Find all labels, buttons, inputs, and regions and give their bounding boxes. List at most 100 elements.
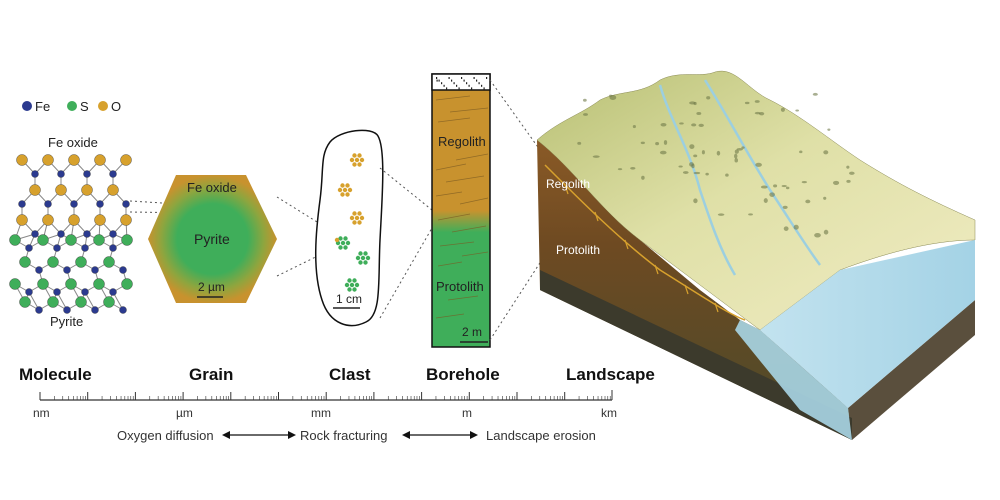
- grain-dot: [342, 187, 348, 193]
- front-tick: [564, 184, 569, 195]
- soil-speck: [436, 79, 438, 82]
- connector-line: [129, 211, 196, 214]
- vegetation-patch: [717, 213, 725, 216]
- vegetation-patch: [783, 226, 789, 231]
- clast-panel: 1 cm: [314, 129, 384, 327]
- fracture-line: [455, 153, 489, 161]
- grain-dot: [347, 187, 353, 193]
- grain-dot: [363, 251, 368, 256]
- iron-atom: [35, 266, 43, 274]
- soil-speck: [456, 84, 458, 87]
- iron-atom: [83, 170, 91, 178]
- grain-scale-label: 2 µm: [198, 280, 225, 294]
- terrain-surface: [536, 70, 976, 331]
- clast-outline: [314, 129, 384, 327]
- vegetation-patch: [795, 109, 799, 112]
- grain-dot: [354, 215, 360, 221]
- vegetation-patch: [641, 175, 645, 180]
- river-channel: [658, 84, 737, 276]
- vegetation-patch: [678, 165, 683, 168]
- iron-atom: [109, 170, 117, 178]
- soil-speck: [461, 77, 463, 79]
- grain-dot: [358, 260, 363, 265]
- sea-front: [735, 320, 852, 440]
- grain-dot: [352, 287, 357, 292]
- iron-atom: [53, 288, 61, 296]
- grain-fe-oxide-label: Fe oxide: [187, 180, 237, 195]
- vegetation-patch: [760, 185, 768, 189]
- soil-speck: [436, 77, 438, 79]
- iron-atom: [18, 200, 26, 208]
- grain-dot: [334, 237, 340, 243]
- oxygen-atom: [94, 214, 106, 226]
- soil-speck: [478, 82, 480, 85]
- front-tick: [654, 264, 659, 275]
- sulfur-atom: [47, 256, 59, 268]
- oxygen-atom: [68, 154, 80, 166]
- fracture-line: [447, 295, 479, 301]
- fracture-line: [437, 117, 471, 123]
- grain-dot: [357, 153, 362, 158]
- fracture-line: [461, 251, 489, 257]
- iron-atom: [81, 244, 89, 252]
- unit-label-nm: nm: [33, 406, 50, 420]
- soil-speck: [458, 87, 460, 90]
- fracture-line: [451, 225, 487, 233]
- soil-speck: [448, 77, 450, 79]
- oxygen-atom: [120, 154, 132, 166]
- vegetation-patch: [823, 229, 829, 235]
- grain-dot: [347, 278, 352, 283]
- connector-line: [379, 227, 433, 319]
- vegetation-patch: [701, 150, 705, 155]
- vegetation-patch: [693, 198, 698, 204]
- vegetation: [577, 92, 855, 238]
- sulfur-atom: [9, 234, 21, 246]
- sulfur-atom: [19, 296, 31, 308]
- o-legend-label: O: [111, 99, 121, 114]
- oxygen-atom: [16, 154, 28, 166]
- s-legend-label: S: [80, 99, 89, 114]
- iron-atom: [57, 170, 65, 178]
- fe-legend-label: Fe: [35, 99, 50, 114]
- sulfur-atom: [121, 234, 133, 246]
- grain-dot: [357, 162, 362, 167]
- vegetation-patch: [734, 153, 738, 159]
- grain-dot: [352, 153, 357, 158]
- vegetation-patch: [725, 173, 729, 177]
- iron-atom: [25, 288, 33, 296]
- vegetation-patch: [682, 171, 689, 174]
- fracture-line: [439, 241, 475, 247]
- grain-dot: [357, 211, 362, 216]
- o-legend-dot: [98, 101, 108, 111]
- molecule-panel: Fe oxide Pyrite: [9, 135, 133, 329]
- vegetation-patch: [748, 213, 753, 216]
- fracture-line: [437, 213, 471, 221]
- vegetation-patch: [716, 150, 721, 156]
- vegetation-patch: [691, 123, 697, 127]
- iron-atom: [70, 200, 78, 208]
- vegetation-patch: [773, 184, 778, 188]
- front-tick: [624, 239, 629, 250]
- front-tick: [714, 302, 719, 313]
- oxygen-atom: [55, 184, 67, 196]
- vegetation-patch: [583, 113, 588, 116]
- grain-dot: [345, 183, 350, 188]
- grain-dot: [355, 255, 361, 261]
- grain-dot: [344, 282, 350, 288]
- grain-dot: [340, 240, 346, 246]
- vegetation-patch: [785, 186, 790, 190]
- iron-atom: [109, 244, 117, 252]
- sulfur-atom: [37, 278, 49, 290]
- fracture-line: [435, 163, 467, 171]
- iron-atom: [31, 230, 39, 238]
- oxygen-atom: [120, 214, 132, 226]
- sulfur-atom: [75, 296, 87, 308]
- iron-atom: [109, 288, 117, 296]
- vegetation-patch: [696, 112, 702, 115]
- soil-speck: [443, 84, 445, 87]
- connector-line: [276, 196, 339, 236]
- iron-atom: [25, 244, 33, 252]
- iron-atom: [91, 306, 99, 314]
- vegetation-patch: [592, 155, 600, 158]
- grain-dot: [349, 282, 355, 288]
